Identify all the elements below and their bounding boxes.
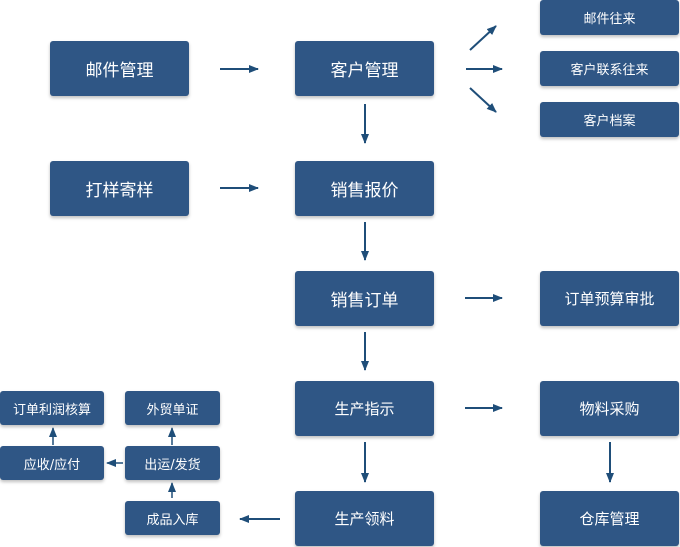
node-mail-management[interactable]: 邮件管理 bbox=[50, 41, 189, 96]
node-order-profit-accounting[interactable]: 订单利润核算 bbox=[0, 391, 104, 425]
node-warehouse-management[interactable]: 仓库管理 bbox=[540, 491, 679, 546]
arrow-customer-to-mail-correspondence bbox=[469, 25, 497, 51]
node-sample-sending[interactable]: 打样寄样 bbox=[50, 161, 189, 216]
node-finished-goods-inbound[interactable]: 成品入库 bbox=[125, 501, 220, 535]
node-production-material-issue[interactable]: 生产领料 bbox=[295, 491, 434, 546]
node-production-instruction[interactable]: 生产指示 bbox=[295, 381, 434, 436]
node-material-procurement[interactable]: 物料采购 bbox=[540, 381, 679, 436]
node-foreign-trade-document[interactable]: 外贸单证 bbox=[125, 391, 220, 425]
node-mail-correspondence[interactable]: 邮件往来 bbox=[540, 0, 679, 35]
node-receivable-payable[interactable]: 应收/应付 bbox=[0, 446, 104, 480]
node-shipping-delivery[interactable]: 出运/发货 bbox=[125, 446, 220, 480]
node-sales-order[interactable]: 销售订单 bbox=[295, 271, 434, 326]
arrow-customer-to-archive bbox=[469, 87, 497, 113]
node-order-budget-approval[interactable]: 订单预算审批 bbox=[540, 271, 679, 326]
node-customer-contact[interactable]: 客户联系往来 bbox=[540, 51, 679, 86]
node-customer-management[interactable]: 客户管理 bbox=[295, 41, 434, 96]
node-sales-quotation[interactable]: 销售报价 bbox=[295, 161, 434, 216]
node-customer-archive[interactable]: 客户档案 bbox=[540, 102, 679, 137]
